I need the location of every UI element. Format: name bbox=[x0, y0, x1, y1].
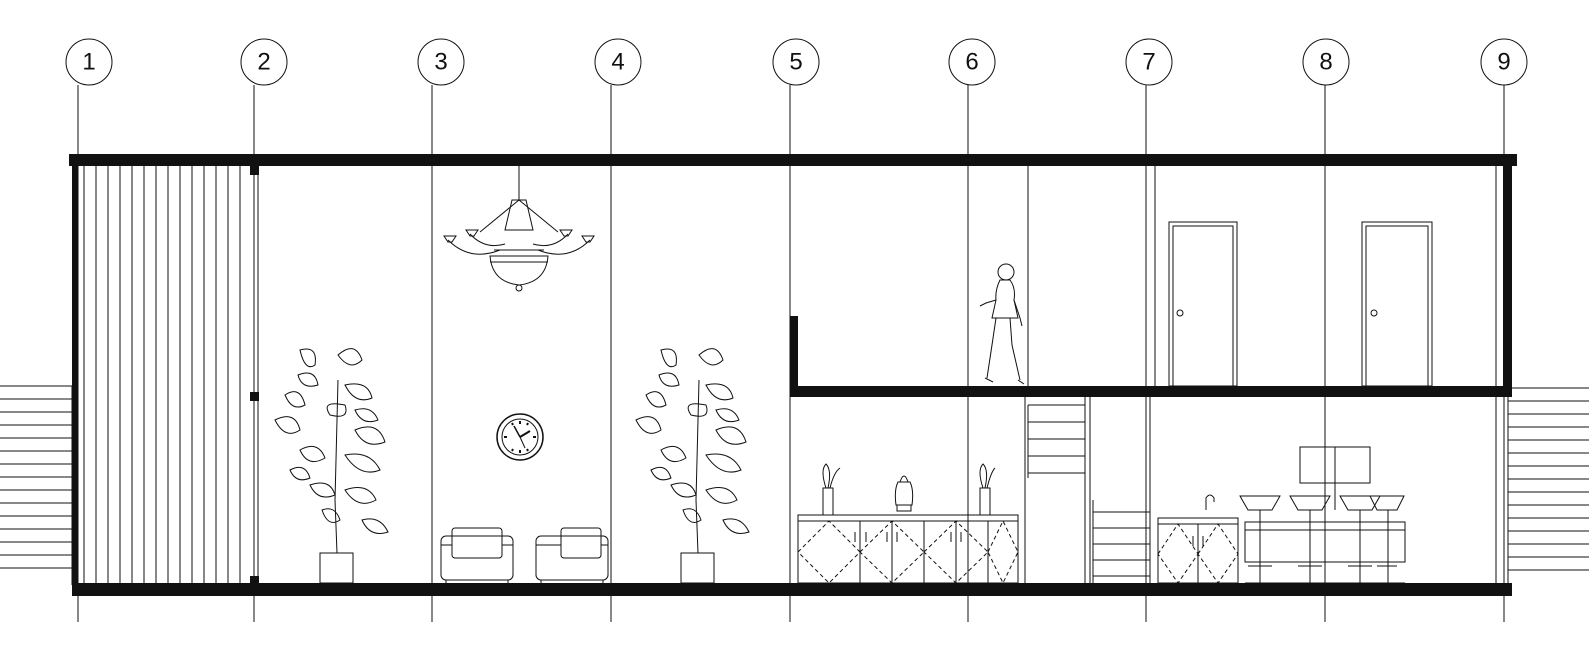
grid-axis-9: 9 bbox=[1480, 38, 1528, 622]
right-exterior-wall bbox=[1503, 166, 1512, 386]
potted-plant bbox=[635, 348, 750, 584]
roof-slab bbox=[69, 154, 1517, 166]
armchair bbox=[535, 527, 609, 584]
grid-label: 9 bbox=[1497, 49, 1510, 76]
door bbox=[1361, 221, 1433, 387]
armchair bbox=[440, 527, 514, 584]
grid-label: 4 bbox=[611, 49, 624, 76]
grid-label: 2 bbox=[257, 49, 270, 76]
grid-axis-7: 7 bbox=[1125, 38, 1173, 622]
door bbox=[1168, 221, 1238, 387]
wall-clock bbox=[496, 413, 544, 461]
mezzanine-balustrade bbox=[790, 316, 798, 394]
building-structure bbox=[69, 154, 1517, 596]
bar-stools bbox=[1239, 495, 1406, 584]
chandelier bbox=[443, 166, 595, 292]
grid-axis-4: 4 bbox=[594, 38, 642, 622]
kitchen-counter bbox=[1157, 446, 1371, 584]
ground-slab bbox=[72, 583, 1512, 596]
exterior-siding-right bbox=[1507, 387, 1589, 585]
potted-plant bbox=[274, 348, 389, 584]
sideboard-cabinets bbox=[797, 463, 1019, 585]
mezzanine-floor-slab bbox=[790, 386, 1512, 397]
exterior-siding-left bbox=[0, 385, 73, 585]
grid-axis-6: 6 bbox=[948, 38, 996, 622]
vertical-cladding bbox=[83, 166, 241, 583]
grid-label: 1 bbox=[82, 49, 95, 76]
grid-label: 7 bbox=[1142, 49, 1155, 76]
grid-axes: 1 2 3 4 5 6 7 bbox=[65, 38, 1528, 622]
grid-label: 8 bbox=[1319, 49, 1332, 76]
interior-thin-walls bbox=[253, 166, 1497, 583]
grid-label: 5 bbox=[789, 49, 802, 76]
grid-axis-2: 2 bbox=[240, 38, 288, 622]
grid-label: 6 bbox=[965, 49, 978, 76]
left-exterior-wall bbox=[72, 166, 78, 583]
grid-axis-3: 3 bbox=[417, 38, 465, 622]
grid-label: 3 bbox=[434, 49, 447, 76]
grid-axis-8: 8 bbox=[1302, 38, 1350, 622]
staircase bbox=[1027, 397, 1151, 583]
standing-figure bbox=[979, 263, 1025, 385]
